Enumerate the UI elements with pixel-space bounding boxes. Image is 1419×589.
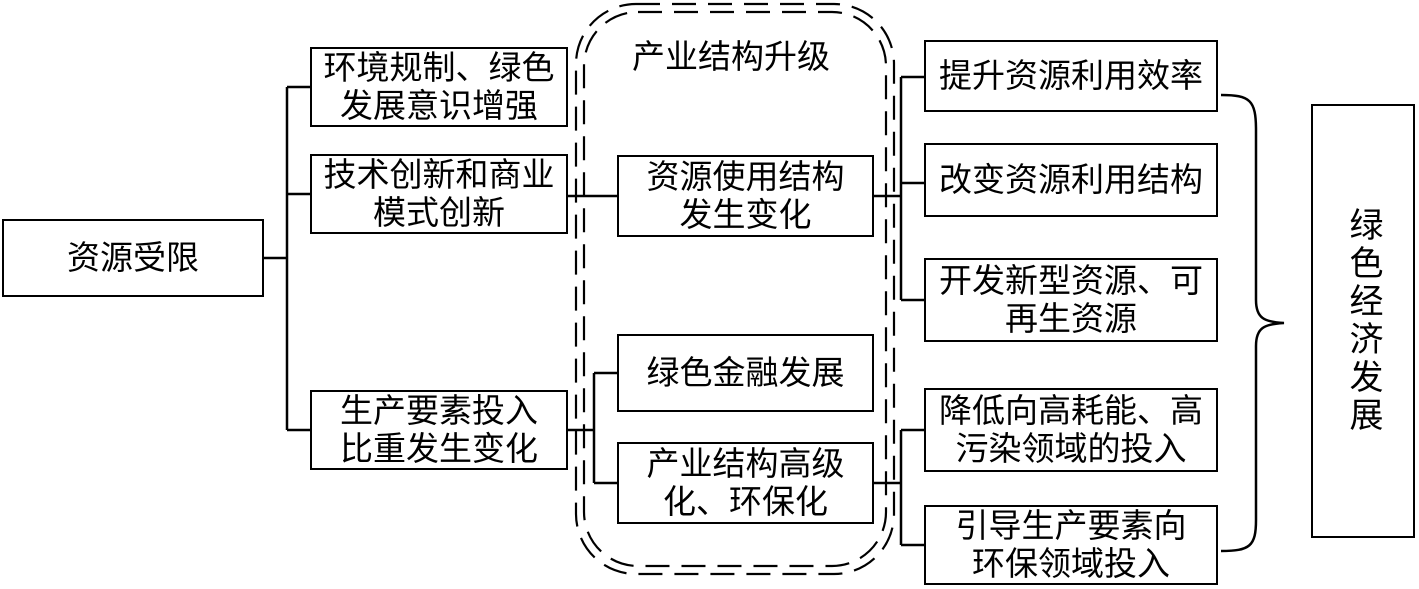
outcomes-bracket-top [874, 75, 924, 302]
outcome-node-new-resources: 开发新型资源、可 再生资源 [924, 258, 1218, 342]
goal-label: 绿色经济发展 [1343, 207, 1383, 435]
group-title: 产业结构升级 [632, 37, 830, 76]
outcome-node-efficiency: 提升资源利用效率 [924, 40, 1218, 112]
goal-node: 绿色经济发展 [1311, 104, 1415, 538]
middle-bracket [568, 371, 617, 485]
middle-node-industry-upgrade: 产业结构高级 化、环保化 [617, 442, 874, 524]
outcome-node-guide-factors: 引导生产要素向 环保领域投入 [924, 505, 1218, 585]
curly-brace [1220, 93, 1285, 553]
driver-node-environment: 环境规制、绿色 发展意识增强 [310, 47, 568, 127]
outcome-node-reduce-pollution: 降低向高耗能、高 污染领域的投入 [924, 388, 1218, 472]
outcomes-bracket-bottom [874, 428, 924, 547]
middle-node-green-finance: 绿色金融发展 [617, 334, 874, 412]
group-border-inner [582, 10, 888, 568]
middle-node-resource-structure: 资源使用结构 发生变化 [617, 155, 874, 237]
outcome-node-structure: 改变资源利用结构 [924, 143, 1218, 217]
root-node: 资源受限 [2, 219, 264, 297]
group-border-outer [574, 2, 896, 576]
driver-node-factor-input: 生产要素投入 比重发生变化 [310, 390, 568, 470]
driver-node-innovation: 技术创新和商业 模式创新 [310, 154, 568, 234]
drivers-bracket [285, 85, 310, 432]
